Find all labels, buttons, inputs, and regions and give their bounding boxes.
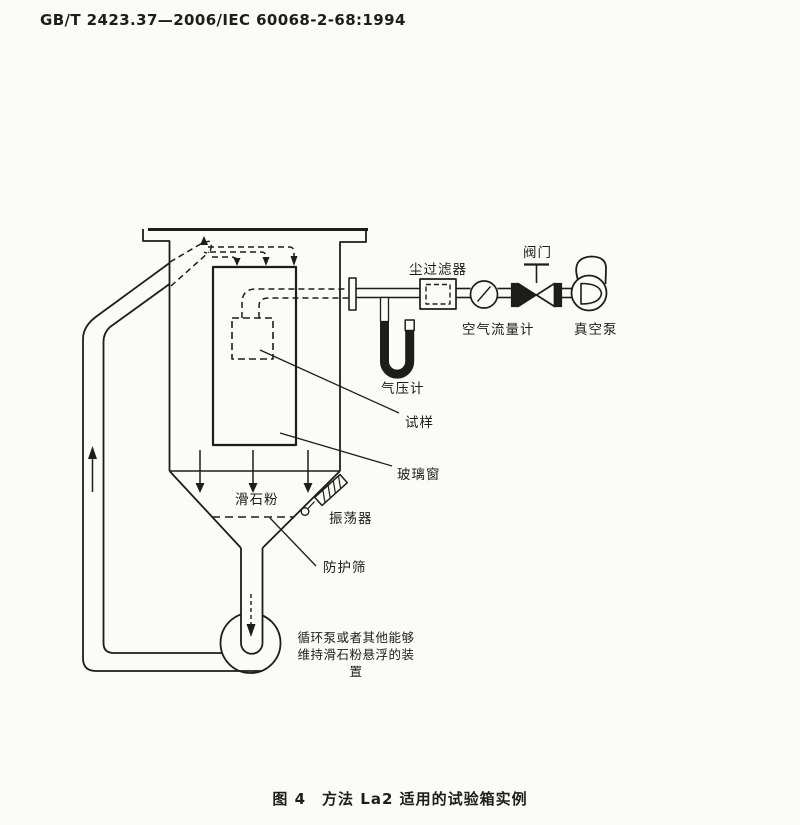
standard-code-header: GB/T 2423.37—2006/IEC 60068-2-68:1994 — [40, 11, 406, 29]
label-manometer: 气压计 — [381, 381, 425, 397]
pipe-flange — [348, 277, 357, 311]
leader-screen — [269, 517, 317, 567]
flow-down-arrow — [246, 594, 256, 637]
specimen-box — [231, 317, 274, 360]
leader-glass-window — [279, 432, 393, 467]
manometer-icon — [379, 296, 415, 379]
chamber-left-wall — [142, 229, 171, 471]
leader-specimen — [259, 349, 400, 414]
dust-filter-icon — [419, 278, 457, 310]
circulation-pump-note-line1: 循环泵或者其他能够 — [297, 630, 415, 645]
label-specimen: 试样 — [405, 415, 434, 431]
label-vacuum-pump: 真空泵 — [574, 322, 618, 338]
flow-meter-icon — [469, 280, 499, 309]
glass-window-box — [211, 265, 298, 447]
label-vibrator: 振荡器 — [329, 511, 373, 527]
vacuum-pump-icon — [570, 255, 608, 312]
circulation-pipe-outer — [82, 262, 262, 672]
specimen-pipe — [241, 288, 349, 318]
label-protective-screen: 防护筛 — [323, 560, 367, 576]
figure-caption: 图 4 方法 La2 适用的试验箱实例 — [0, 788, 800, 809]
figure-number: 图 4 — [272, 790, 307, 808]
circulation-pump-note: 循环泵或者其他能够 维持滑石粉悬浮的装置 — [292, 629, 420, 680]
vibrator-icon — [300, 473, 349, 517]
figure-title: 方法 La2 适用的试验箱实例 — [322, 790, 528, 808]
label-dust-filter: 尘过滤器 — [409, 262, 467, 278]
valve-icon — [510, 263, 563, 308]
label-air-flow-meter: 空气流量计 — [462, 322, 535, 338]
label-talc-powder: 滑石粉 — [235, 492, 279, 508]
talc-arrows — [195, 450, 313, 493]
drain-tube — [240, 548, 264, 655]
circulation-pipe-inner — [102, 283, 222, 654]
label-valve: 阀门 — [523, 245, 552, 261]
feed-pipe-dashed — [169, 240, 295, 287]
chamber-right-wall — [339, 229, 367, 471]
circulation-pump-note-line2: 维持滑石粉悬浮的装置 — [297, 647, 415, 679]
label-glass-window: 玻璃窗 — [397, 467, 441, 483]
hopper-left-slope — [168, 470, 242, 549]
flow-up-arrow — [88, 446, 97, 492]
feed-arrows — [200, 236, 298, 266]
